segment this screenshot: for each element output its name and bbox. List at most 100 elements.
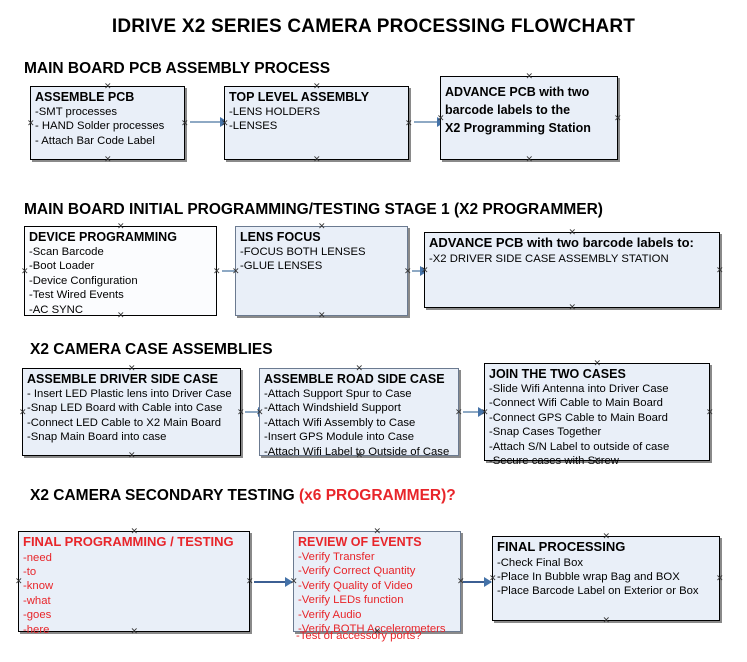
box-review-of-events[interactable]: REVIEW OF EVENTS -Verify Transfer -Verif… [290,528,461,635]
connection-handle-bottom[interactable] [603,617,610,624]
connection-handle-right[interactable] [246,578,253,585]
box-line: -Boot Loader [29,260,95,273]
box-advance-pcb-to-driver-side-case[interactable]: ADVANCE PCB with two barcode labels to: … [424,232,720,308]
connection-handle-bottom[interactable] [104,156,111,163]
connection-handle-left[interactable] [481,409,488,416]
connection-handle-top[interactable] [374,528,381,535]
connection-handle-top[interactable] [356,365,363,372]
connection-handle-left[interactable] [21,268,28,275]
connection-handle-bottom[interactable] [356,452,363,459]
box-line: -Attach Wifi Assembly to Case [264,416,416,429]
connection-handle-right[interactable] [716,267,723,274]
connection-handle-bottom[interactable] [318,312,325,319]
connection-handle-right[interactable] [716,575,723,582]
box-final-programming-testing[interactable]: FINAL PROGRAMMING / TESTING -need -to -k… [15,528,253,636]
connection-handle-top[interactable] [594,360,601,367]
box-line: -AC SYNC [29,303,83,316]
box-line: -Attach Windshield Support [264,402,401,415]
connection-handle-top[interactable] [131,528,138,535]
connection-handle-top[interactable] [569,229,576,236]
connection-handle-left[interactable] [221,120,228,127]
box-device-programming[interactable]: DEVICE PROGRAMMING -Scan Barcode -Boot L… [24,226,217,316]
box-assemble-driver-side-case[interactable]: ASSEMBLE DRIVER SIDE CASE - Insert LED P… [22,368,241,456]
box-join-the-two-cases[interactable]: JOIN THE TWO CASES -Slide Wifi Antenna i… [481,360,713,467]
box-line: -Verify Quality of Video [298,579,413,592]
connection-handle-bottom[interactable] [313,156,320,163]
box-line: -here [23,623,50,636]
box-line: -Check Final Box [497,556,584,569]
box-line: ADVANCE PCB with two [445,85,590,99]
box-title: ASSEMBLE PCB [35,90,135,104]
connection-handle-right[interactable] [455,409,462,416]
section-heading-accent: (x6 PROGRAMMER)? [299,487,456,504]
connection-handle-top[interactable] [318,223,325,230]
connection-handle-right[interactable] [213,268,220,275]
box-lens-focus[interactable]: LENS FOCUS -FOCUS BOTH LENSES -GLUE LENS… [235,226,408,316]
box-advance-pcb-to-programming-station[interactable]: ADVANCE PCB with two barcode labels to t… [440,76,618,160]
box-line: -Verify BOTH Accelerometers [298,623,446,636]
connection-handle-bottom[interactable] [569,304,576,311]
box-line: -LENS HOLDERS [229,106,321,118]
box-assemble-pcb[interactable]: ASSEMBLE PCB -SMT processes - HAND Solde… [30,86,185,160]
box-title: ASSEMBLE ROAD SIDE CASE [264,372,445,386]
box-line: -Place In Bubble wrap Bag and BOX [497,571,680,583]
section-heading-x2-camera-secondary-testing: X2 CAMERA SECONDARY TESTING (x6 PROGRAMM… [30,487,456,505]
connection-handle-left[interactable] [15,578,22,585]
connection-handle-left[interactable] [27,120,34,127]
connection-handle-left[interactable] [489,575,496,582]
box-line: - Insert LED Plastic lens into Driver Ca… [27,388,232,400]
section-heading-text: X2 CAMERA CASE ASSEMBLIES [30,341,273,358]
connection-handle-right[interactable] [614,115,621,122]
box-line: -Attach S/N Label to outside of case [489,440,670,453]
connection-handle-bottom[interactable] [526,156,533,163]
connection-handle-left[interactable] [232,268,239,275]
box-line: X2 Programming Station [445,121,591,136]
connection-handle-left[interactable] [421,267,428,274]
connection-handle-right[interactable] [404,268,411,275]
box-line: -Verify Correct Quantity [298,565,416,578]
connection-handle-bottom[interactable] [594,457,601,464]
connection-handle-left[interactable] [437,115,444,122]
box-title: FINAL PROGRAMMING / TESTING [23,534,234,549]
connector-assemble-pcb-to-top-level-assembly [190,121,227,123]
box-review-of-events-overflow-line: -Test of accessory ports? [296,630,422,642]
connection-handle-left[interactable] [256,409,263,416]
box-line: -Connect LED Cable to X2 Main Board [27,416,222,429]
connection-handle-bottom[interactable] [131,628,138,635]
section-heading-main-board-initial-programming: MAIN BOARD INITIAL PROGRAMMING/TESTING S… [24,201,603,219]
box-line: -Test Wired Events [29,289,124,302]
box-title: DEVICE PROGRAMMING [29,230,177,244]
box-line: -Snap LED Board with Cable into Case [27,402,223,415]
box-line: -Connect Wifi Cable to Main Board [489,397,663,410]
connection-handle-top[interactable] [117,223,124,230]
connection-handle-bottom[interactable] [117,312,124,319]
connection-handle-right[interactable] [405,120,412,127]
connector-driver-side-to-road-side [245,411,265,413]
section-heading-main-board-pcb-assembly: MAIN BOARD PCB ASSEMBLY PROCESS [24,60,330,78]
box-assemble-road-side-case[interactable]: ASSEMBLE ROAD SIDE CASE -Attach Support … [256,365,462,459]
connector-lens-focus-to-advance-pcb [412,270,427,272]
connection-handle-left[interactable] [290,578,297,585]
connection-handle-right[interactable] [237,409,244,416]
section-heading-x2-camera-case-assemblies: X2 CAMERA CASE ASSEMBLIES [30,341,273,359]
connection-handle-top[interactable] [128,365,135,372]
box-top-level-assembly[interactable]: TOP LEVEL ASSEMBLY -LENS HOLDERS -LENSES [224,86,409,160]
connector-review-of-events-to-final-processing [463,581,491,583]
box-line: -Verify Audio [298,608,362,621]
box-final-processing[interactable]: FINAL PROCESSING -Check Final Box -Place… [492,536,720,621]
connection-handle-right[interactable] [706,409,713,416]
connection-handle-bottom[interactable] [128,452,135,459]
connector-top-level-assembly-to-advance-pcb [414,121,444,123]
box-title: ADVANCE PCB with two barcode labels to: [429,235,694,250]
connector-final-programming-to-review-of-events [254,581,292,583]
connection-handle-top[interactable] [313,83,320,90]
connection-handle-top[interactable] [104,83,111,90]
connection-handle-left[interactable] [19,409,26,416]
connection-handle-right[interactable] [181,120,188,127]
connection-handle-top[interactable] [526,73,533,80]
box-line: -Scan Barcode [29,246,104,258]
box-title: ASSEMBLE DRIVER SIDE CASE [27,372,219,386]
box-line: -Insert GPS Module into Case [264,431,415,444]
box-line: barcode labels to the [445,103,571,118]
connection-handle-top[interactable] [603,533,610,540]
